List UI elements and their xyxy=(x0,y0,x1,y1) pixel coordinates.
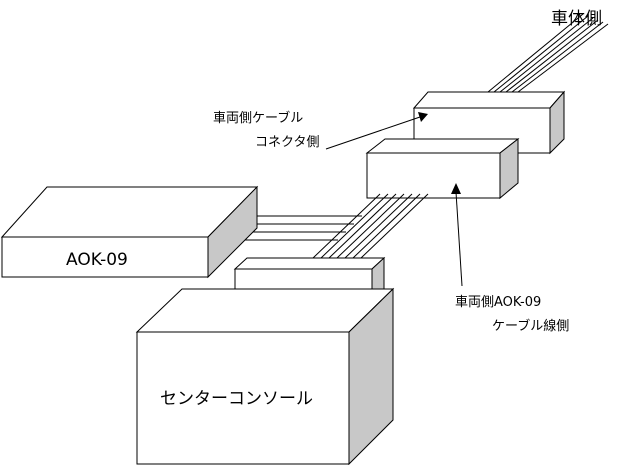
aok-unit-label: AOK-09 xyxy=(66,250,128,270)
leader-arrow-connector xyxy=(325,112,428,150)
center-console-label: センターコンソール xyxy=(160,389,313,409)
aok-unit-box xyxy=(0,185,259,279)
center-console-box xyxy=(135,287,395,465)
vehicle-aok-cable-label-line1: 車両側AOK-09 xyxy=(455,295,541,310)
vehicle-cable-connector-label-line1: 車両側ケーブル xyxy=(213,110,303,126)
aok-cable-bundle xyxy=(312,193,429,259)
vehicle-aok-cable-connector-box xyxy=(365,137,520,200)
vehicle-body-cable-bundle xyxy=(487,13,609,93)
leader-arrow-aok-cable xyxy=(451,183,463,287)
console-module-box xyxy=(233,256,386,293)
vehicle-cable-connector-label-line2: コネクタ側 xyxy=(255,135,319,150)
vehicle-aok-cable-label-line2: ケーブル線側 xyxy=(492,318,569,334)
vehicle-side-label: 車体側 xyxy=(551,9,602,29)
